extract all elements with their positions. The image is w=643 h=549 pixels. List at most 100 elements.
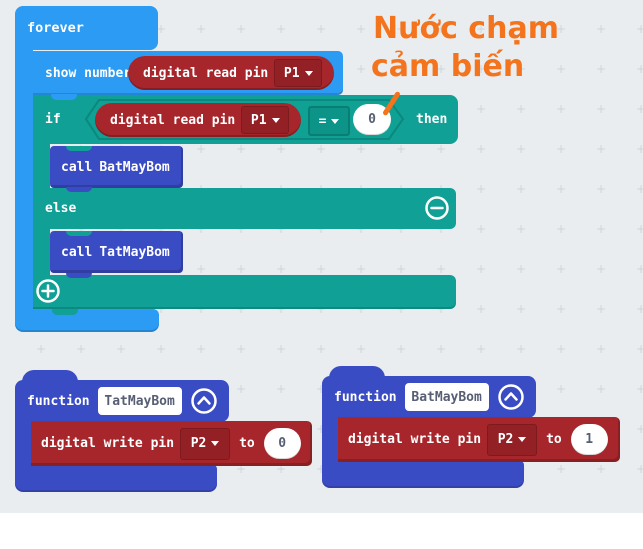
forever-block-footer[interactable]	[15, 309, 159, 332]
grid-cross: +	[476, 22, 487, 36]
function-definition-header[interactable]: function BatMayBom	[322, 376, 536, 418]
if-block-footer[interactable]	[33, 275, 456, 309]
if-label: if	[45, 112, 61, 127]
grid-cross: +	[316, 142, 327, 156]
grid-cross: +	[636, 222, 643, 236]
grid-cross: +	[236, 342, 247, 356]
grid-cross: +	[596, 382, 607, 396]
grid-cross: +	[556, 142, 567, 156]
else-spine[interactable]	[33, 229, 50, 275]
grid-cross: +	[196, 342, 207, 356]
write-value: 1	[585, 432, 594, 447]
call-function-name: TatMayBom	[99, 244, 170, 260]
grid-cross: +	[556, 342, 567, 356]
digital-write-pin-label: digital write pin	[348, 432, 482, 447]
grid-cross: +	[196, 262, 207, 276]
grid-cross: +	[596, 262, 607, 276]
grid-cross: +	[596, 142, 607, 156]
digital-write-pin-block[interactable]: digital write pin P2 to 1	[338, 417, 620, 462]
write-value-field[interactable]: 1	[570, 424, 608, 455]
grid-cross: +	[436, 222, 447, 236]
pin-dropdown[interactable]: P1	[274, 59, 323, 87]
write-value-field[interactable]: 0	[263, 428, 301, 459]
grid-cross: +	[516, 102, 527, 116]
function-definition-header[interactable]: function TatMayBom	[15, 380, 229, 422]
function-keyword: function	[27, 393, 90, 409]
grid-cross: +	[596, 462, 607, 476]
grid-cross: +	[156, 302, 167, 316]
grid-cross: +	[636, 382, 643, 396]
grid-cross: +	[236, 302, 247, 316]
pin-dropdown[interactable]: P1	[241, 106, 290, 134]
grid-cross: +	[516, 302, 527, 316]
plus-circle-icon[interactable]	[35, 278, 61, 304]
grid-cross: +	[436, 302, 447, 316]
grid-cross: +	[636, 462, 643, 476]
dropdown-arrow-icon	[304, 70, 313, 76]
function-footer[interactable]	[15, 465, 217, 492]
grid-cross: +	[316, 262, 327, 276]
else-label: else	[45, 201, 77, 216]
digital-write-pin-block[interactable]: digital write pin P2 to 0	[31, 421, 312, 466]
grid-cross: +	[276, 342, 287, 356]
grid-cross: +	[156, 222, 167, 236]
function-name-field[interactable]: TatMayBom	[97, 387, 182, 415]
grid-cross: +	[316, 302, 327, 316]
collapse-chevron-up-icon[interactable]	[190, 387, 218, 415]
annotation-text-line2: cảm biến	[371, 49, 525, 84]
forever-block-spine[interactable]	[15, 49, 33, 310]
if-block-spine[interactable]	[33, 144, 50, 190]
grid-cross: +	[196, 22, 207, 36]
call-bottom-tab	[66, 273, 92, 278]
grid-cross: +	[156, 342, 167, 356]
grid-cross: +	[636, 422, 643, 436]
pin-dropdown-value: P1	[283, 65, 300, 81]
grid-cross: +	[356, 222, 367, 236]
call-function-block[interactable]: call TatMayBom	[50, 231, 183, 273]
minus-circle-icon[interactable]	[424, 195, 450, 221]
grid-cross: +	[436, 342, 447, 356]
grid-cross: +	[436, 62, 447, 76]
grid-cross: +	[356, 342, 367, 356]
grid-cross: +	[396, 262, 407, 276]
grid-cross: +	[236, 22, 247, 36]
digital-read-pin-label: digital read pin	[143, 65, 269, 81]
operator-dropdown[interactable]: =	[308, 106, 350, 136]
grid-cross: +	[516, 222, 527, 236]
function-name-field[interactable]: BatMayBom	[404, 383, 489, 411]
grid-cross: +	[396, 142, 407, 156]
digital-write-pin-label: digital write pin	[41, 436, 175, 451]
digital-read-pin-block[interactable]: digital read pin P1	[95, 103, 301, 137]
collapse-chevron-up-icon[interactable]	[497, 383, 525, 411]
function-footer[interactable]	[322, 461, 524, 488]
pin-dropdown[interactable]: P2	[487, 423, 538, 456]
grid-cross: +	[196, 302, 207, 316]
grid-cross: +	[196, 142, 207, 156]
grid-cross: +	[516, 22, 527, 36]
show-number-block[interactable]: show number digital read pin P1	[33, 51, 343, 95]
grid-cross: +	[196, 222, 207, 236]
function-spine[interactable]	[322, 418, 339, 461]
grid-cross: +	[316, 422, 326, 436]
pin-dropdown[interactable]: P2	[180, 427, 231, 460]
else-row[interactable]: else	[33, 188, 456, 229]
grid-cross: +	[516, 62, 527, 76]
grid-cross: +	[316, 342, 327, 356]
digital-read-pin-block[interactable]: digital read pin P1	[128, 56, 334, 90]
call-function-block[interactable]: call BatMayBom	[50, 146, 183, 188]
grid-cross: +	[596, 342, 607, 356]
forever-label: forever	[27, 20, 84, 36]
function-name: BatMayBom	[411, 389, 482, 405]
function-spine[interactable]	[15, 422, 32, 465]
grid-cross: +	[236, 142, 247, 156]
grid-cross: +	[516, 142, 527, 156]
if-footer-bottom-tab	[52, 309, 78, 315]
call-top-notch	[66, 146, 92, 151]
grid-cross: +	[476, 342, 487, 356]
grid-cross: +	[596, 302, 607, 316]
grid-cross: +	[516, 262, 527, 276]
forever-block-header[interactable]: forever	[15, 6, 158, 50]
grid-cross: +	[276, 382, 287, 396]
dropdown-arrow-icon	[211, 441, 220, 446]
